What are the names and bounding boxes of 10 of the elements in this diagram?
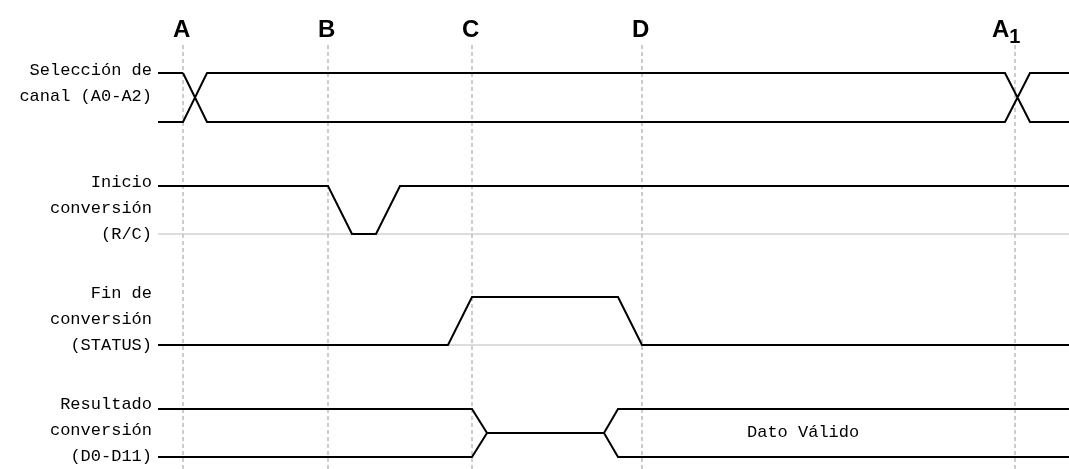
- signal-name: Selección de canal (A0-A2): [18, 60, 152, 108]
- time-marker-label: B: [318, 16, 336, 42]
- time-marker-label: C: [462, 16, 480, 42]
- signal-name: Fin de conversión (STATUS): [48, 283, 152, 357]
- signal-name: Resultado conversión (D0-D11): [48, 394, 152, 468]
- data-label: Dato Válido: [747, 423, 860, 443]
- time-marker-label: D: [632, 16, 650, 42]
- time-marker-label: A$_{1}$: [992, 16, 1021, 49]
- signal-name: Inicio conversión (R/C): [48, 172, 152, 246]
- time-marker-label: A: [173, 16, 191, 42]
